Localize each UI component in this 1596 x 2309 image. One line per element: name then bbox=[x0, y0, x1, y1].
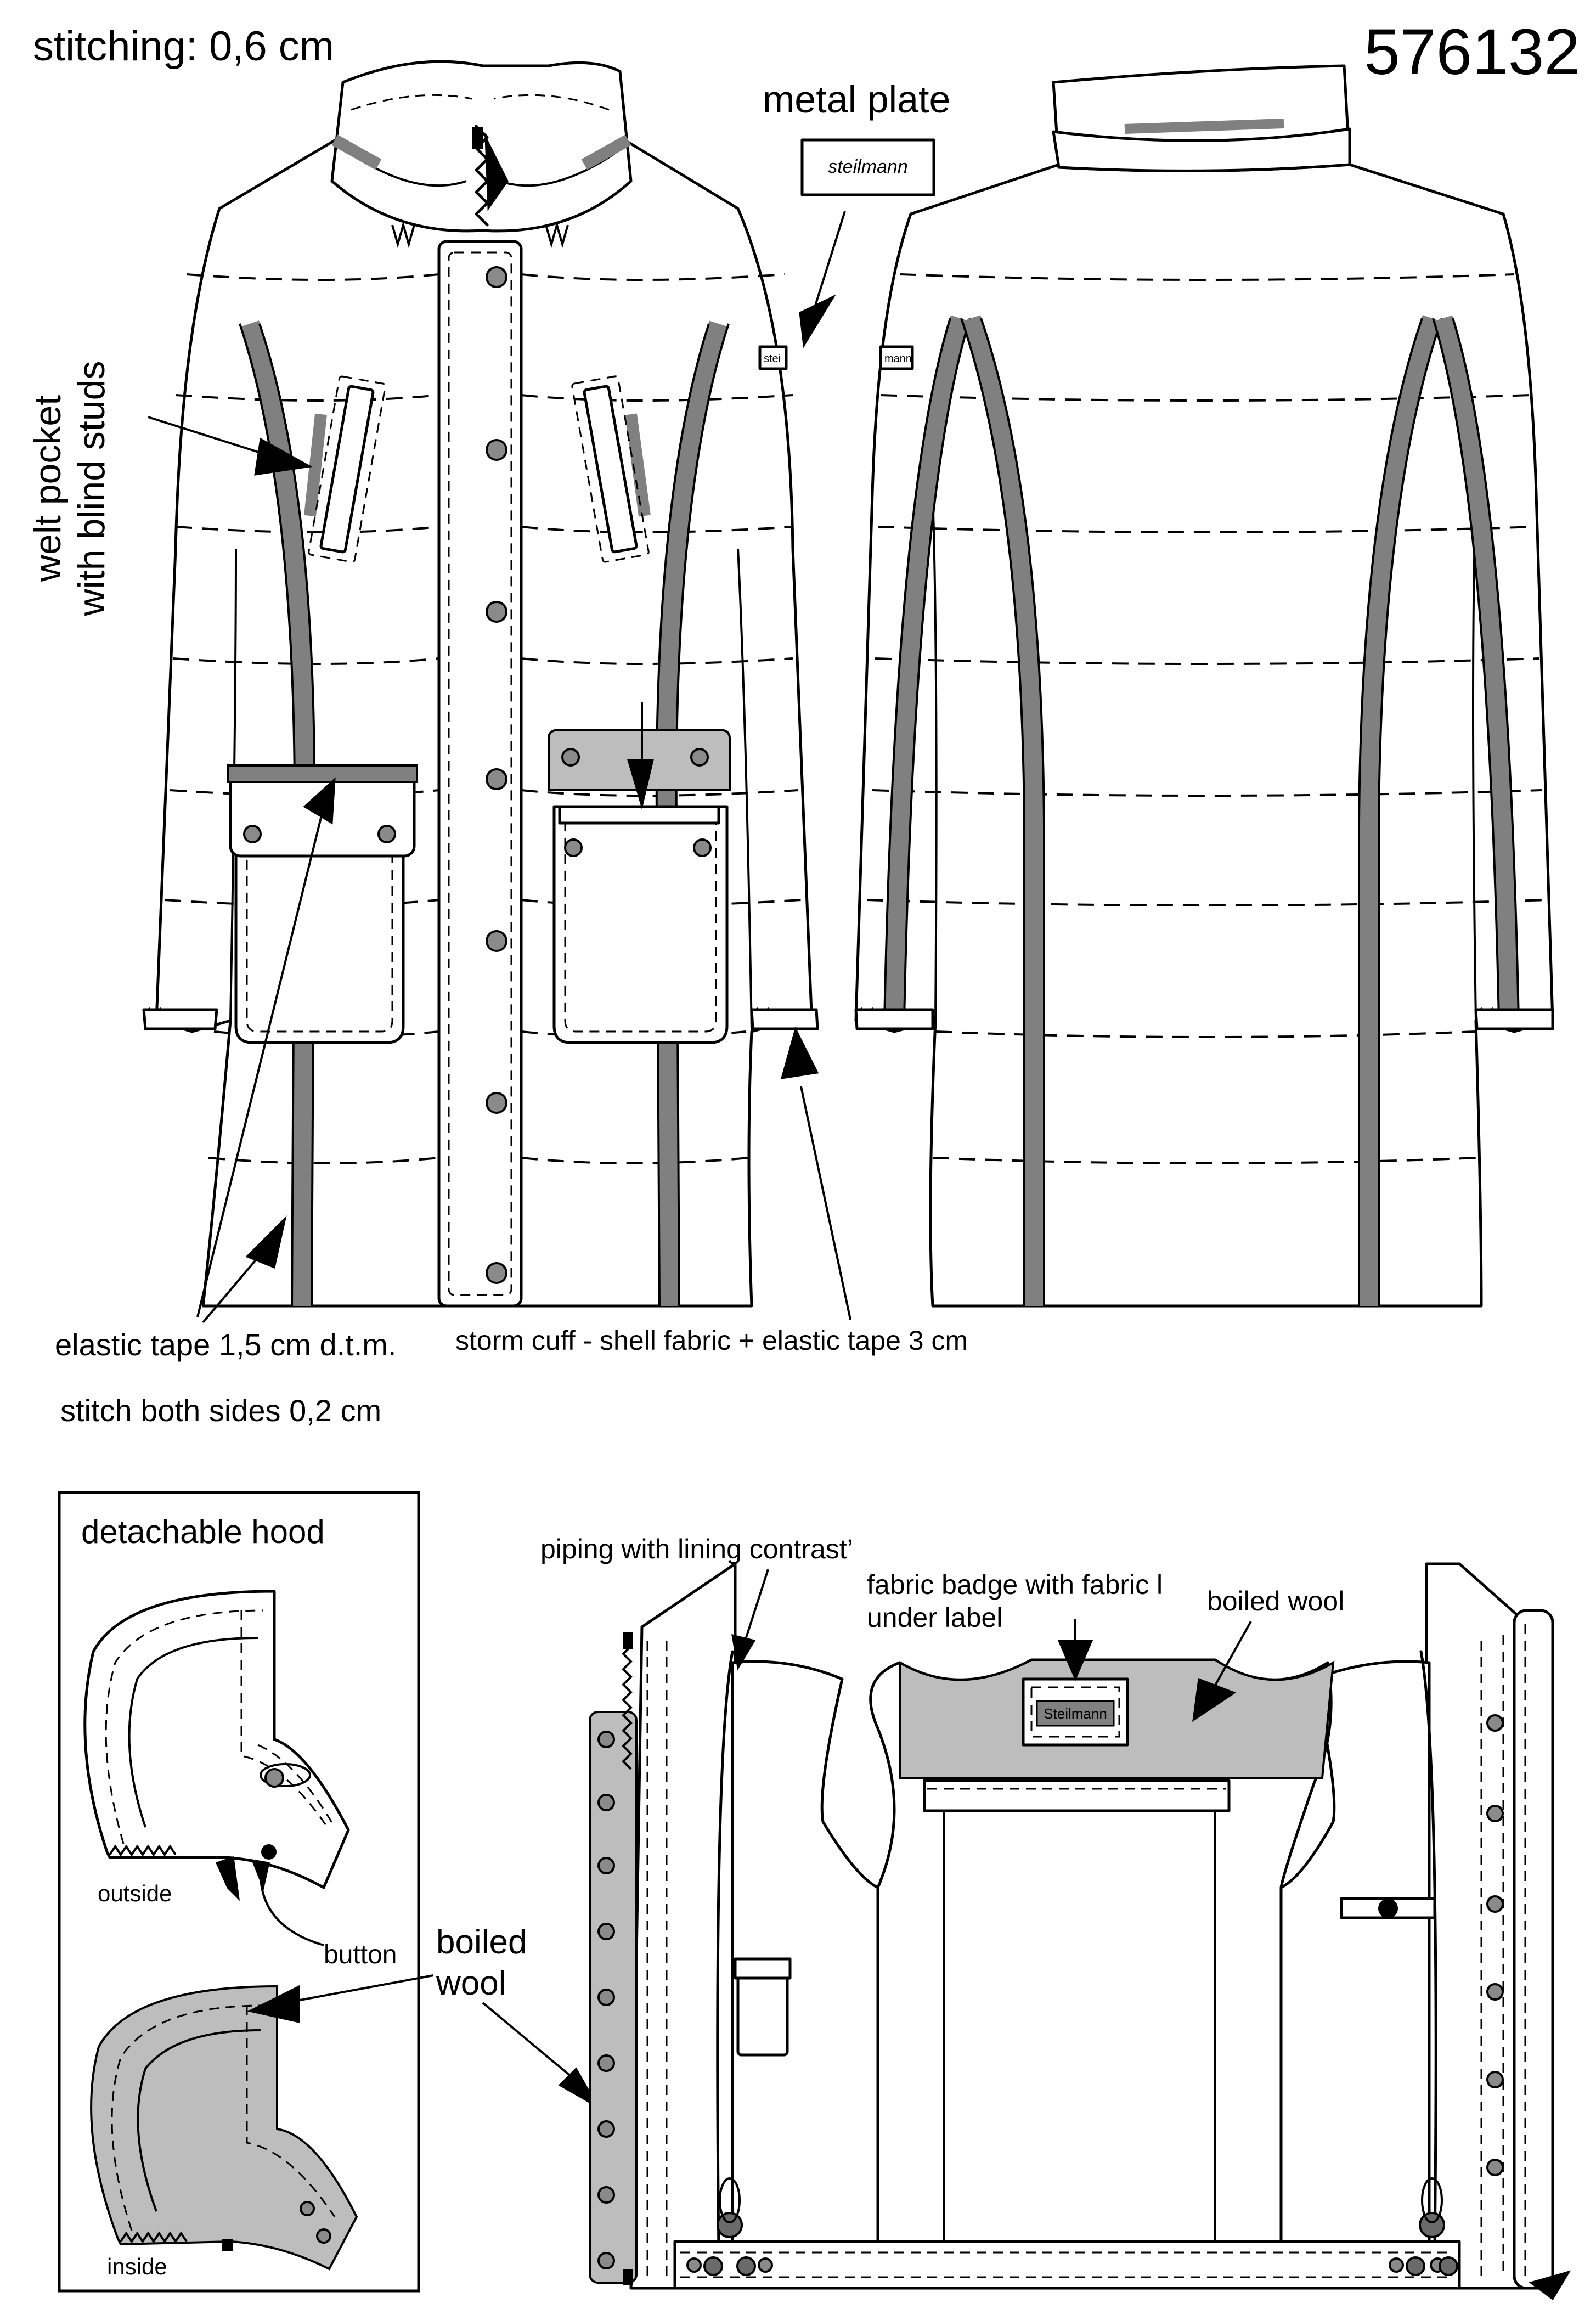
front-placket bbox=[437, 240, 523, 1308]
fabric-badge-label bbox=[1036, 1700, 1115, 1727]
front-right-sleeve-seam bbox=[737, 548, 753, 1032]
back-right-sleeve-tape bbox=[1433, 315, 1519, 1021]
front-view: stei bbox=[142, 60, 819, 1308]
welt-pocket-arrow bbox=[148, 416, 313, 476]
boiled-wool-line1: boiled bbox=[436, 1923, 527, 1961]
collar-grey-tab-right bbox=[581, 134, 631, 170]
hood-panel bbox=[58, 1491, 420, 2293]
fabric-badge-text: Steilmann bbox=[1044, 1705, 1107, 1722]
storm-cuff-label: storm cuff - shell fabric + elastic tape… bbox=[455, 1325, 968, 1356]
style-number: 576132 bbox=[1364, 16, 1580, 88]
badge-arrow bbox=[1057, 1619, 1093, 1681]
welt-pocket-line2: with blind studs bbox=[71, 361, 112, 617]
piping-arrow bbox=[731, 1569, 769, 1671]
badge-label-line2: under label bbox=[867, 1602, 1002, 1633]
lining-hem-band bbox=[673, 2240, 1461, 2290]
boiled-wool-arrow-lining bbox=[1192, 1621, 1252, 1722]
front-studs bbox=[486, 266, 507, 1284]
hood-button-label: button bbox=[324, 1940, 397, 1969]
welt-pocket-left bbox=[304, 375, 386, 563]
hood-outside-label: outside bbox=[98, 1880, 172, 1906]
stitch-both-sides-label: stitch both sides 0,2 cm bbox=[60, 1393, 381, 1428]
metal-plate-arrow bbox=[799, 211, 846, 348]
lining-left-studs bbox=[597, 1731, 615, 2269]
lining-right-studs bbox=[1486, 1714, 1504, 2176]
hood-inside bbox=[90, 1985, 358, 2271]
collar-stitch-right bbox=[493, 94, 610, 111]
zipper-pull bbox=[472, 127, 483, 149]
back-left-sleeve-tape bbox=[884, 315, 970, 1021]
metal-plate-text: steilmann bbox=[828, 156, 908, 177]
hood-inside-label: inside bbox=[107, 2254, 167, 2279]
boiled-wool-arrows bbox=[247, 1974, 601, 2110]
front-placket-stitch bbox=[448, 251, 512, 1296]
lining-drawcord-left bbox=[703, 2177, 756, 2276]
back-quilt-lines bbox=[866, 273, 1548, 1164]
boiled-wool-line2: wool bbox=[436, 1964, 506, 2002]
front-sleeve-label-text: stei bbox=[764, 353, 781, 365]
welt-pocket-line1: welt pocket bbox=[27, 395, 69, 582]
stitching-note: stitching: 0,6 cm bbox=[33, 23, 334, 70]
lining-left-inner-pocket bbox=[736, 1968, 789, 2057]
hood-outside bbox=[83, 1590, 350, 1901]
patch-pocket-right bbox=[548, 729, 731, 1044]
back-sleeve-label bbox=[879, 345, 914, 370]
hood-title: detachable hood bbox=[81, 1513, 325, 1550]
back-left-elastic-tape bbox=[961, 315, 1044, 1306]
collar-grey-tab-left bbox=[331, 134, 382, 170]
elastic-tape-label: elastic tape 1,5 cm d.t.m. bbox=[55, 1327, 396, 1362]
lining-view: Steilmann bbox=[589, 1562, 1571, 2301]
back-view: mann bbox=[854, 64, 1554, 1308]
back-collar-grey-tab bbox=[1124, 119, 1284, 134]
front-sleeve-label bbox=[758, 345, 788, 370]
metal-plate bbox=[800, 138, 935, 196]
lining-back-yoke-band bbox=[923, 1779, 1231, 1812]
collar-tab-right bbox=[545, 221, 569, 249]
front-left-sleeve-seam bbox=[229, 548, 237, 1021]
lining-drawcord-right bbox=[1406, 2177, 1458, 2276]
zipper-tab bbox=[484, 137, 509, 211]
badge-label-line1: fabric badge with fabric l bbox=[867, 1569, 1163, 1600]
collar-stitch-left bbox=[351, 94, 472, 111]
back-right-elastic-tape bbox=[1359, 315, 1442, 1306]
collar-tab-left bbox=[391, 221, 415, 249]
lining-right-piping bbox=[1419, 1650, 1437, 2251]
hood-toggle-cord bbox=[260, 1763, 311, 1787]
metal-plate-label: metal plate bbox=[763, 78, 950, 121]
storm-cuff-arrow bbox=[780, 1026, 851, 1320]
back-sleeve-label-text: mann bbox=[884, 353, 912, 365]
elastic-tape-arrows bbox=[196, 702, 654, 1324]
welt-pocket-right bbox=[571, 375, 651, 563]
welt-pocket-callout: welt pocket with blind studs bbox=[27, 361, 112, 617]
lining-right-placket bbox=[1513, 1609, 1554, 2290]
boiled-wool-label: boiled wool bbox=[1207, 1586, 1344, 1617]
lining-left-piping bbox=[716, 1650, 734, 2251]
hood-button bbox=[261, 1844, 277, 1860]
piping-label: piping with lining contrast’ bbox=[540, 1534, 853, 1564]
front-left-elastic-tape bbox=[240, 320, 315, 1306]
